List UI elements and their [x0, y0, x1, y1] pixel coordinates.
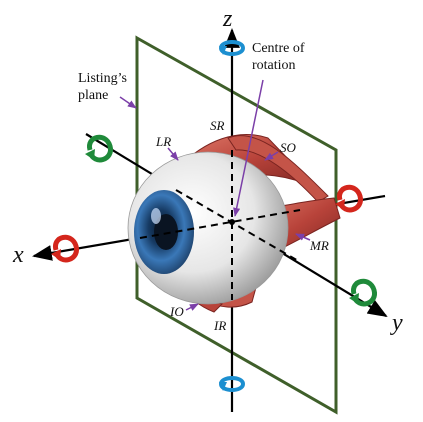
- listings-plane-label-line1: Listing’s: [78, 71, 127, 86]
- rotation-arrow-icon-x: [51, 234, 79, 263]
- listings-plane-pointer: [119, 96, 137, 109]
- rotation-arrow-icon-z-bottom: [219, 376, 246, 392]
- z-axis-label: z: [222, 6, 233, 32]
- centre-of-rotation-label-line1: Centre of: [252, 41, 305, 56]
- lr-pointer: [167, 147, 179, 161]
- sr-label: SR: [210, 118, 225, 133]
- mr-label: MR: [309, 238, 329, 253]
- y-axis-label: y: [390, 310, 403, 336]
- listings-plane-label-line2: plane: [78, 88, 108, 103]
- pupil: [154, 214, 178, 250]
- mr-pointer: [295, 233, 311, 241]
- io-pointer: [185, 303, 199, 311]
- x-axis-hidden: [139, 209, 301, 239]
- eyeball: [127, 151, 289, 305]
- x-axis-label: x: [12, 242, 24, 268]
- io-label: IO: [169, 304, 184, 319]
- rotation-arrow-icon-y-left: [85, 134, 113, 163]
- lr-label: LR: [155, 134, 171, 149]
- centre-of-rotation-label-line2: rotation: [252, 58, 296, 73]
- iris-highlight: [151, 208, 161, 224]
- rotation-arrow-icon-y-right: [349, 278, 377, 307]
- rotation-arrow-icon-z-top: [219, 40, 246, 56]
- so-label: SO: [280, 140, 297, 155]
- ir-label: IR: [213, 318, 226, 333]
- rotation-arrow-icon-right: [335, 184, 363, 213]
- centre-of-rotation-point: [229, 219, 235, 225]
- centre-pointer: [233, 79, 264, 217]
- so-pointer: [264, 151, 279, 161]
